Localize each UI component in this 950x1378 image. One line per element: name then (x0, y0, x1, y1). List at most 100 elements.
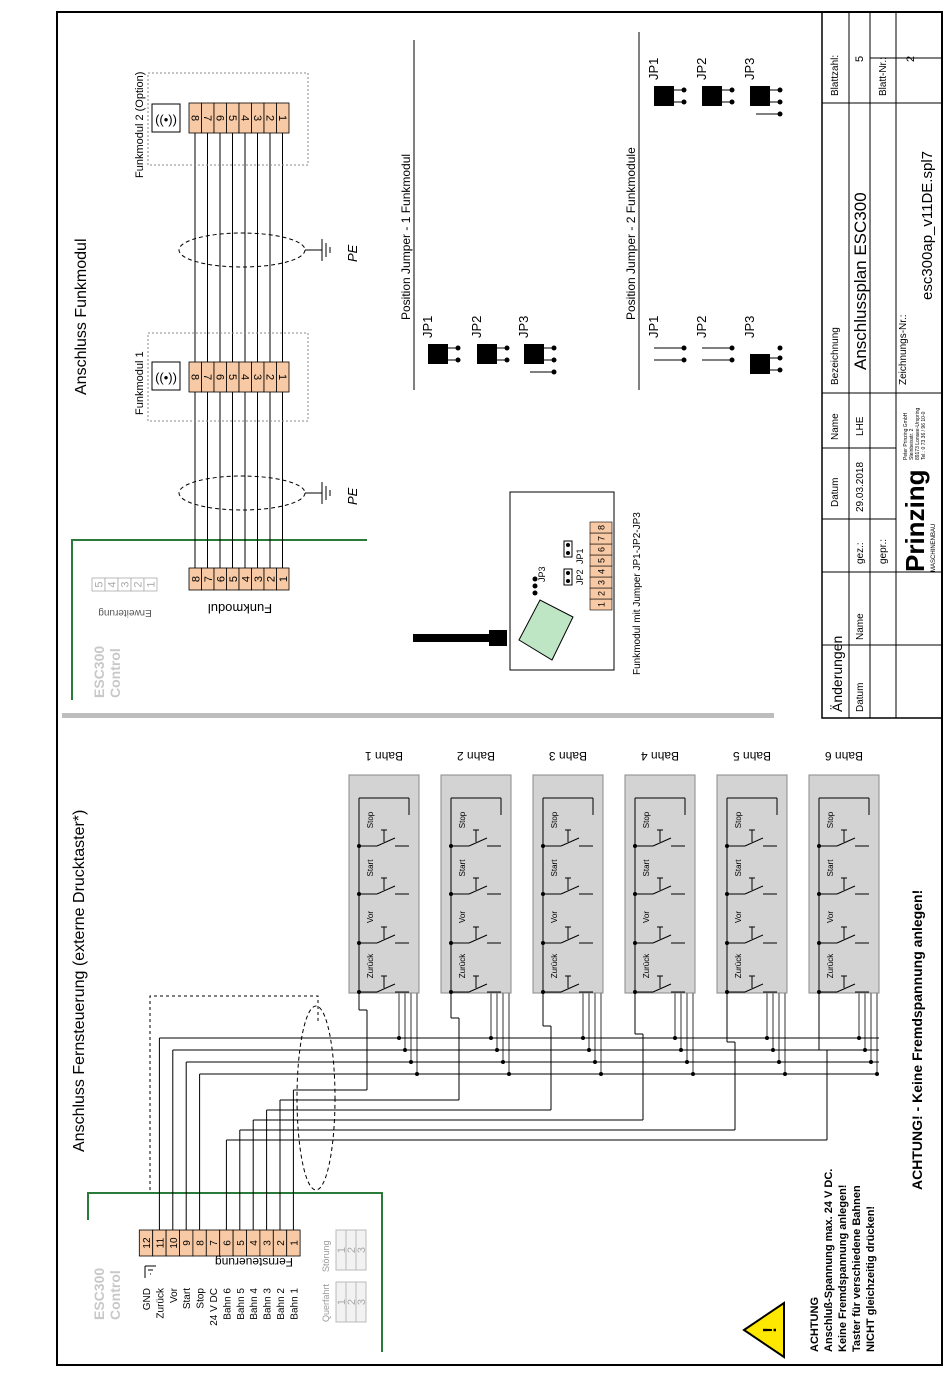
wireless-icon-1: ((•)) (151, 361, 181, 391)
photo-jp1-label: JP1 (575, 548, 585, 564)
funkmodul-1-pin-label: 6 (213, 374, 225, 380)
gez-name: LHE (855, 416, 866, 436)
funkmodul-1-box (147, 332, 309, 422)
button-label: Start (458, 859, 467, 877)
lane-label: Bahn 6 (825, 749, 863, 763)
warning-icon: ! (742, 1301, 785, 1359)
shield-ellipse-1 (178, 475, 306, 511)
photo-jp2-label: JP2 (575, 569, 585, 585)
button-label: Stop (366, 811, 375, 828)
brand-esc300-bottom: ESC300 (91, 1268, 107, 1320)
photo-pin-label: 7 (597, 536, 607, 541)
funkmodul-2-pin-label: 7 (201, 115, 213, 121)
aenderungen-datum: Datum (855, 683, 866, 712)
signal-label: Bahn 1 (289, 1288, 300, 1320)
button-label: Stop (458, 811, 467, 828)
fernsteuerung-pin-label: 8 (196, 1240, 207, 1246)
svg-text:!: ! (760, 1327, 780, 1333)
jumper-bridge (428, 344, 448, 364)
aenderungen-name: Name (855, 613, 866, 640)
fernsteuerung-pin-label: 6 (222, 1240, 233, 1246)
warning-line-1: Anschluß-Spannung max. 24 V DC. (823, 1169, 835, 1352)
zeichnungsnr-value: esc300ap_v11DE.spl7 (919, 151, 936, 300)
wireless-icon-2: ((•)) (151, 103, 181, 133)
funkmodul-connector-pin-label: 7 (203, 576, 215, 582)
brand-esc300-top: ESC300 (91, 646, 107, 698)
jumper-bridge (524, 344, 544, 364)
ground-symbol (144, 1265, 156, 1278)
button-label: Stop (550, 811, 559, 828)
funkmodul-1-pin-label: 7 (201, 374, 213, 380)
fernsteuerung-pin-label: 2 (276, 1240, 287, 1246)
shield-ellipse-2 (178, 232, 306, 268)
warning-title: ACHTUNG (809, 1297, 821, 1352)
module-photo-caption: Funkmodul mit Jumper JP1-JP2-JP3 (632, 512, 643, 675)
jumper-label: JP2 (694, 316, 709, 338)
button-label: Stop (734, 811, 743, 828)
funkmodul-connector-label: Funkmodul (208, 601, 272, 616)
funkmodul-2-box (147, 72, 309, 166)
funkmodul-1-cell (276, 361, 290, 393)
photo-pin-cell (589, 521, 613, 534)
fernsteuerung-pin-label: 11 (155, 1237, 166, 1248)
funkmodul-connector-pin-label: 1 (278, 576, 290, 582)
lane-label: Bahn 2 (457, 749, 495, 763)
datum-header: Datum (830, 478, 841, 507)
grey-pin-cell (355, 1281, 367, 1323)
erweiterung-label: Erweiterung (98, 607, 151, 618)
funkmodul-2-pin-label: 8 (188, 115, 200, 121)
button-label: Vor (826, 911, 835, 923)
button-label: Start (826, 859, 835, 877)
button-label: Start (366, 859, 375, 877)
erweiterung-pin-label: 3 (120, 581, 132, 587)
funkmodul-1-pin-label: 5 (226, 374, 238, 380)
fernsteuerung-pin-label: 7 (209, 1240, 220, 1246)
fernsteuerung-label: Fernsteuerung (215, 1255, 293, 1269)
grey-pin-cell (355, 1229, 367, 1271)
button-label: Zurück (642, 953, 651, 978)
jumper-bridge (750, 86, 770, 106)
funkmodul-connector-pin-label: 4 (240, 576, 252, 582)
photo-pin-label: 5 (597, 558, 607, 563)
grey-pin-label: 3 (356, 1247, 368, 1253)
fernsteuerung-pin-label: 1 (289, 1240, 300, 1246)
funkmodul-2-pin-label: 4 (238, 115, 250, 121)
button-label: Zurück (826, 953, 835, 978)
signal-label: Bahn 4 (249, 1288, 260, 1320)
button-label: Stop (642, 811, 651, 828)
pe-ground-2 (305, 239, 331, 261)
jumper-label: JP1 (646, 58, 661, 80)
signal-label: Start (182, 1288, 193, 1309)
drawing-border (56, 11, 943, 1366)
jumper2-title: Position Jumper - 2 Funkmodule (624, 147, 638, 320)
section-separator (62, 713, 774, 718)
jumper-bridge (750, 354, 770, 374)
fernsteuerung-wires (158, 993, 879, 1230)
grey-pin-label: 2 (346, 1247, 358, 1253)
jumper-bridge (477, 344, 497, 364)
name-header: Name (830, 413, 841, 440)
fernsteuerung-pin-label: 9 (182, 1240, 193, 1246)
warning-line-2: Keine Fremdspannung anlegen! (837, 1185, 849, 1352)
aenderungen-label: Änderungen (829, 636, 845, 712)
fernsteuerung-pin-label: 3 (263, 1240, 274, 1246)
signal-label: Vor (169, 1287, 180, 1303)
blattzahl-label: Blattzahl: (830, 55, 841, 96)
button-label: Start (734, 859, 743, 877)
company-subtitle: MASCHINENBAU (931, 524, 937, 572)
warning-line-4: NICHT gleichzeitig drücken! (865, 1206, 877, 1352)
jumper-label: JP1 (646, 316, 661, 338)
erweiterung-pin-label: 5 (94, 581, 106, 587)
warning-line-3: Taster für verschiedene Bahnen (851, 1185, 863, 1352)
lane-label: Bahn 3 (549, 749, 587, 763)
funkmodul-2-pin-label: 2 (263, 115, 275, 121)
photo-pin-label: 6 (597, 547, 607, 552)
button-label: Zurück (734, 953, 743, 978)
